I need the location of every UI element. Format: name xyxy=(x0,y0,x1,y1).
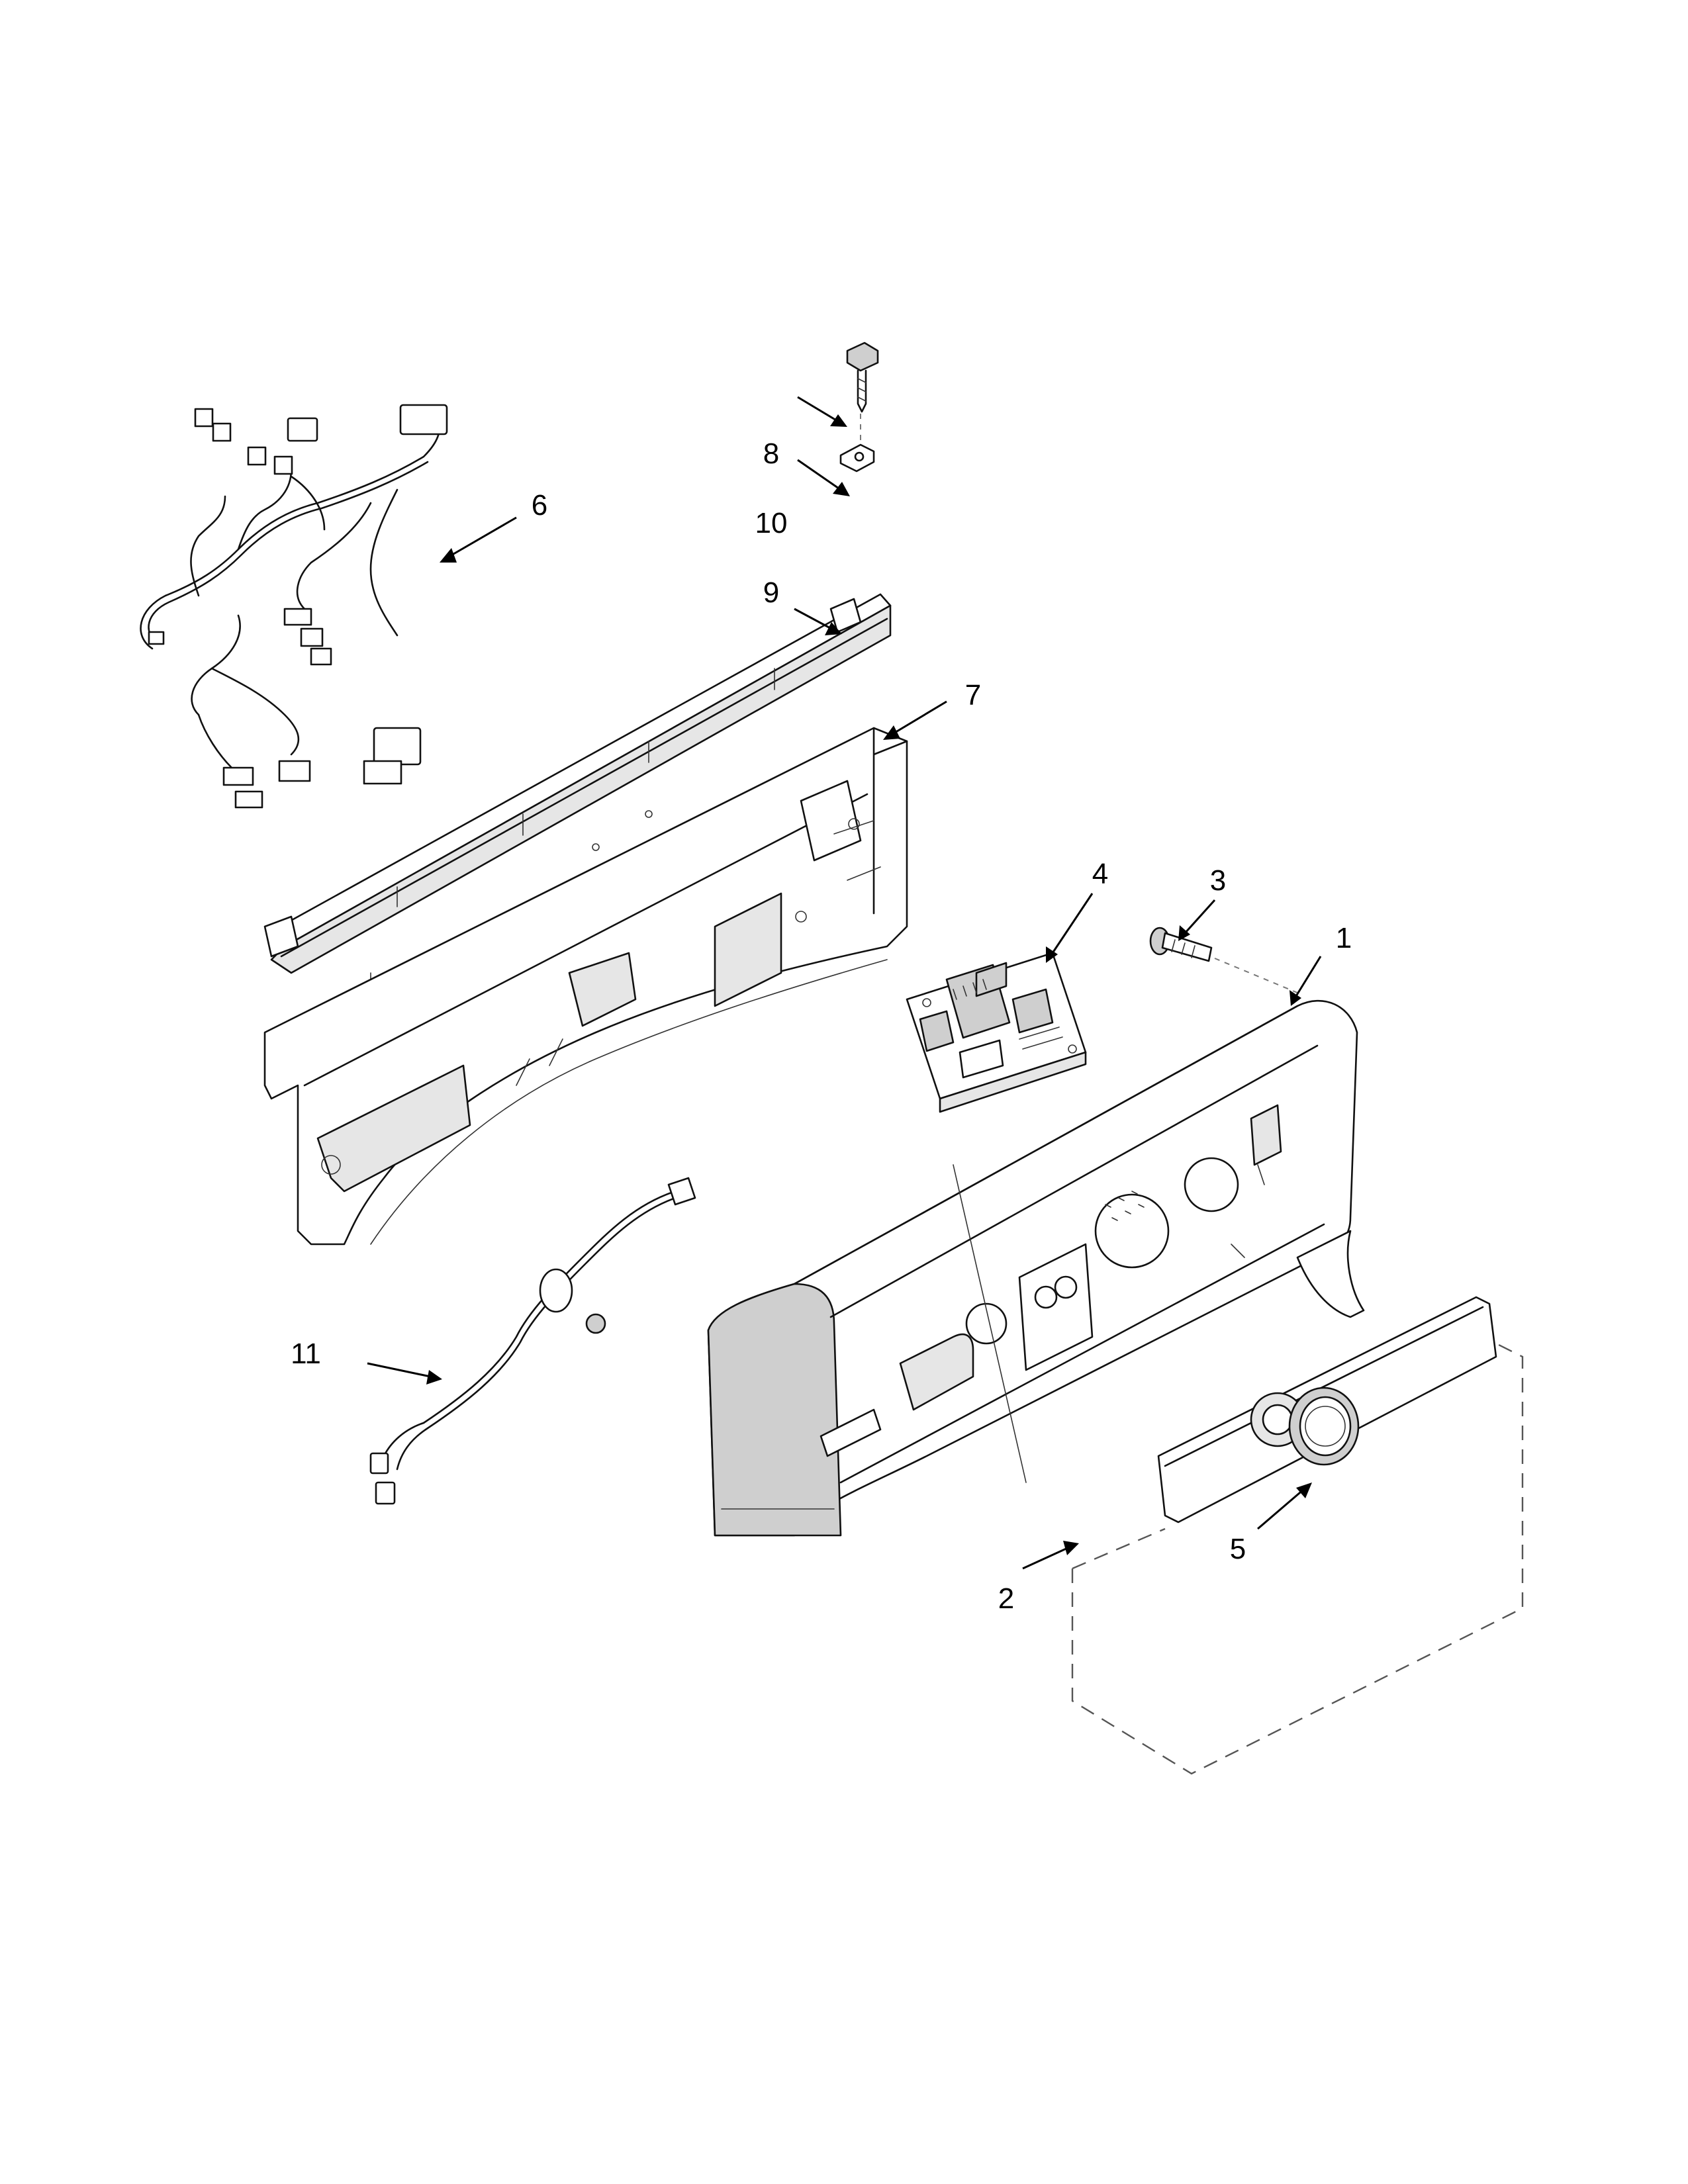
wire-harness-part-11 xyxy=(369,1177,696,1505)
screw-part-3 xyxy=(1149,927,1213,962)
control-panel-assembly-outline-part-2 xyxy=(1071,1316,1524,1775)
callout-5-label: 5 xyxy=(1230,1533,1246,1565)
callout-arrows xyxy=(367,396,1322,1570)
bracket-rail-part-9 xyxy=(263,593,892,993)
callout-1-label: 1 xyxy=(1336,922,1352,954)
rear-console-panel-part-7 xyxy=(263,727,908,1246)
callout-11-label: 11 xyxy=(291,1338,321,1370)
callout-8-label: 8 xyxy=(763,437,779,470)
callout-10-label: 10 xyxy=(755,507,788,539)
screw-part-8 xyxy=(846,341,879,413)
callout-2-label: 2 xyxy=(998,1582,1014,1615)
panel-overlay-with-knob-part-5 xyxy=(1157,1296,1497,1524)
callout-7-label: 7 xyxy=(965,679,981,711)
callout-4-label: 4 xyxy=(1092,858,1108,890)
control-board-part-4 xyxy=(906,952,1087,1113)
screw-3-leader-line xyxy=(1214,958,1298,993)
callout-6-label: 6 xyxy=(532,489,547,522)
clip-part-10 xyxy=(839,443,875,473)
wire-harness-part-6 xyxy=(140,404,448,809)
callout-3-label: 3 xyxy=(1210,864,1226,897)
console-front-part-1 xyxy=(707,999,1365,1537)
callout-9-label: 9 xyxy=(763,576,779,609)
